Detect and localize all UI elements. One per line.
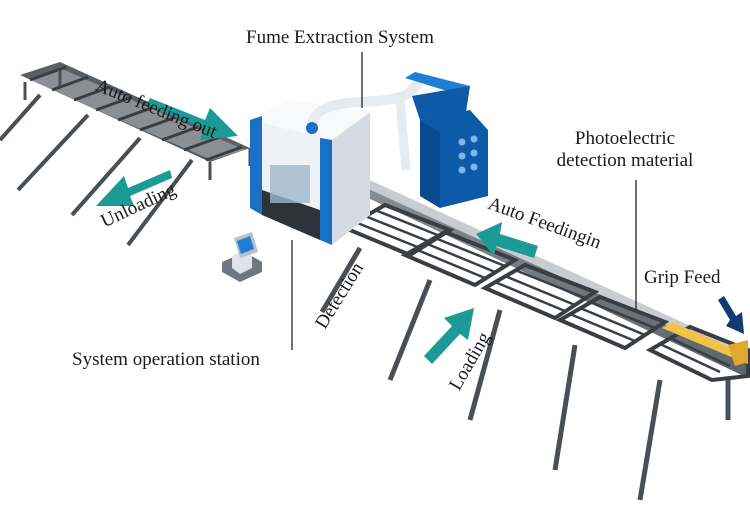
label-photoelectric: Photoelectric detection material (540, 128, 710, 172)
cutting-machine (250, 78, 424, 245)
dust-collector (405, 72, 488, 208)
label-operation-station: System operation station (72, 349, 260, 370)
leader-lines (291, 52, 637, 350)
label-grip-feed: Grip Feed (644, 267, 721, 288)
operation-station (222, 232, 262, 282)
grip-feed-unit (662, 322, 748, 366)
teal-arrow-icon (96, 98, 538, 364)
label-fume-extraction: Fume Extraction System (246, 27, 434, 48)
label-photoelectric-line1: Photoelectric (574, 128, 676, 149)
infeed-conveyor (319, 202, 750, 501)
label-photoelectric-line2: detection material (556, 149, 694, 171)
navy-pointer-arrow-icon (718, 296, 744, 334)
outfeed-conveyor (0, 62, 252, 247)
